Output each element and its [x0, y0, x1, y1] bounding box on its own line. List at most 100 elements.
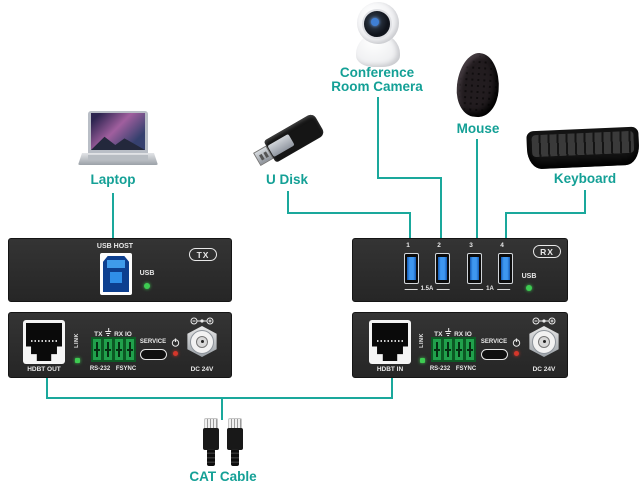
tx-io-right: RX IO: [114, 331, 132, 338]
tx-terminal-4: [125, 338, 135, 361]
tx-dc-jack: [187, 326, 217, 357]
line-keyboard-h: [506, 212, 586, 214]
usb-port-4-tongue: [501, 257, 510, 280]
rx-power-led: [514, 351, 519, 356]
rx-service-port: [481, 349, 508, 360]
rx-power-icon: [512, 338, 521, 347]
rj45-plug-body: [203, 428, 219, 450]
rj45-plug-boot: [207, 449, 215, 466]
line-camera-v1: [377, 97, 379, 179]
rx-terminal-3: [454, 338, 464, 361]
cat-cable-image: [202, 418, 246, 468]
rx-polarity-icon: [532, 317, 556, 325]
keyboard-keys: [531, 130, 635, 158]
usb-port-2: [435, 253, 450, 284]
line-udisk-h: [287, 212, 411, 214]
rx-io-right: RX IO: [454, 331, 472, 338]
tx-hdbt-label: HDBT OUT: [27, 366, 61, 373]
tx-usb-b-tongue: [110, 272, 122, 283]
tx-power-icon: [171, 338, 180, 347]
tx-terminal-3: [114, 338, 124, 361]
laptop-wallpaper: [91, 136, 145, 150]
current-label-1-5a: 1.5A: [405, 286, 450, 292]
current-1a-text: 1A: [486, 286, 494, 292]
rx-terminal-4: [465, 338, 475, 361]
tx-usb-b-contacts: [107, 260, 125, 268]
camera-lens-glint: [371, 18, 379, 26]
rx-hdbt-label: HDBT IN: [376, 366, 404, 373]
usb-port-2-tongue: [438, 257, 447, 280]
line-mouse-to-port3: [476, 139, 478, 252]
tx-terminal-2: [103, 338, 113, 361]
rx-serial-labels: RS-232 FSYNC: [428, 366, 478, 372]
udisk-image: [251, 112, 326, 171]
port4-number: 4: [500, 242, 504, 249]
rx-top-panel: 1 2 3 4 1.5A 1A USB RX: [352, 238, 568, 302]
line-keyboard-to-port4: [505, 212, 507, 252]
tx-bottom-panel: HDBT OUT LINK TX RX IO RS-232 FSYNC SERV…: [8, 312, 232, 378]
camera-image: [350, 2, 406, 68]
usb-port-4: [498, 253, 513, 284]
tx-fsync-label: FSYNC: [115, 366, 137, 372]
laptop-base: [78, 153, 158, 165]
current-label-1a: 1A: [470, 286, 510, 292]
tx-link-label: LINK: [74, 333, 80, 348]
udisk-label: U Disk: [265, 172, 309, 187]
line-cat-right: [391, 378, 393, 399]
tx-service-label: SERVICE: [139, 339, 167, 345]
tx-terminal-block: [91, 337, 136, 362]
tx-usb-led-label: USB: [139, 270, 155, 277]
tx-dc-label: DC 24V: [190, 366, 214, 373]
rx-terminal-block: [431, 337, 476, 362]
rx-bottom-panel: HDBT IN LINK TX RX IO RS-232 FSYNC SERVI…: [352, 312, 568, 378]
laptop-screen: [88, 111, 148, 153]
rx-badge: RX: [533, 245, 561, 258]
camera-label: Conference Room Camera: [331, 66, 423, 94]
tx-serial-labels: RS-232 FSYNC: [88, 366, 138, 372]
line-cat-horizontal: [46, 397, 393, 399]
tx-hdbt-port: [23, 320, 65, 364]
current-1-5a-text: 1.5A: [420, 286, 434, 292]
rx-io-label: TX RX IO: [434, 328, 472, 338]
tx-rs232-label: RS-232: [89, 366, 111, 372]
rx-dc-jack: [529, 326, 559, 357]
rx-terminal-1: [432, 338, 442, 361]
rx-link-led: [420, 358, 425, 363]
port2-number: 2: [437, 242, 441, 249]
ground-icon: [444, 328, 452, 336]
usb-port-1-tongue: [407, 257, 416, 280]
laptop-image: [78, 108, 158, 168]
tx-usb-host-label: USB HOST: [96, 243, 134, 250]
line-cat-stub: [221, 397, 223, 420]
rx-hdbt-port: [369, 320, 411, 364]
tx-usb-led: [144, 283, 150, 289]
rx-rj45-pins: [377, 340, 403, 343]
tx-dc-pin: [200, 340, 204, 343]
line-keyboard-v1: [584, 190, 586, 214]
tx-badge: TX: [189, 248, 217, 261]
line-udisk-to-port1: [409, 212, 411, 252]
keyboard-label: Keyboard: [553, 171, 617, 186]
rx-usb-led-label: USB: [521, 273, 537, 280]
tx-io-left: TX: [94, 331, 103, 338]
camera-label-line1: Conference: [339, 65, 415, 80]
tx-io-label: TX RX IO: [94, 328, 132, 338]
rx-io-left: TX: [434, 331, 443, 338]
rx-link-label: LINK: [419, 333, 425, 348]
tx-link-led: [75, 358, 80, 363]
usb-port-1: [404, 253, 419, 284]
cat-cable-label: CAT Cable: [189, 469, 257, 484]
line-cat-left: [46, 378, 48, 399]
tx-rj45-pins: [31, 340, 57, 343]
rx-usb-led: [526, 285, 532, 291]
rj45-plug-body: [227, 428, 243, 450]
tx-power-led: [173, 351, 178, 356]
rx-service-label: SERVICE: [480, 339, 508, 345]
rj45-plug-boot: [231, 449, 239, 466]
port3-number: 3: [469, 242, 473, 249]
tx-usb-host-port: [100, 253, 132, 295]
tx-service-port: [140, 349, 167, 360]
tx-polarity-icon: [190, 317, 214, 325]
tx-top-panel: USB HOST USB TX: [8, 238, 232, 302]
